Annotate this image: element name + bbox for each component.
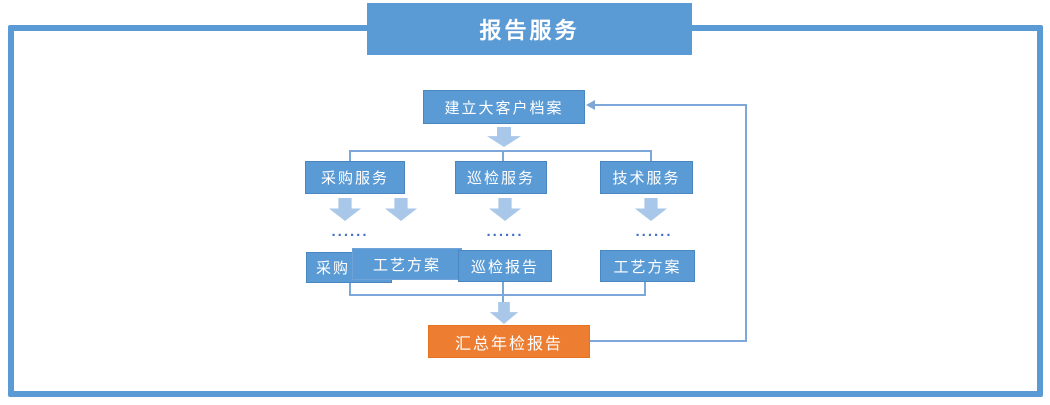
node-technical-service: 技术服务: [600, 161, 693, 194]
feedback-line-top: [594, 104, 747, 106]
feedback-line-bottom: [590, 340, 747, 342]
down-block-arrow-icon: [487, 127, 521, 147]
connector-merge-v-left: [349, 283, 351, 296]
node-procurement-service: 采购服务: [305, 161, 405, 194]
connector-merge-h: [349, 294, 646, 296]
connector-branch-v-mid: [502, 150, 504, 162]
connector-merge-v-right: [644, 282, 646, 296]
feedback-line-right: [745, 104, 747, 342]
down-block-arrow-icon: [634, 198, 668, 221]
node-process-plan-left: 工艺方案: [352, 248, 462, 280]
connector-merge-v-mid: [502, 282, 504, 296]
down-block-arrow-icon: [384, 198, 418, 221]
node-summary-report: 汇总年检报告: [428, 325, 590, 358]
down-block-arrow-icon: [328, 198, 362, 221]
down-block-arrow-icon: [489, 302, 519, 324]
connector-merge-v-down: [502, 294, 504, 303]
node-process-plan-right: 工艺方案: [600, 250, 695, 282]
ellipsis-middle: ......: [486, 223, 524, 240]
node-inspection-report: 巡检报告: [458, 250, 552, 282]
connector-branch-v-right: [650, 150, 652, 162]
ellipsis-right: ......: [635, 223, 673, 240]
connector-branch-v-left: [349, 150, 351, 162]
connector-branch-h: [349, 150, 652, 152]
down-block-arrow-icon: [488, 198, 522, 221]
left-arrowhead-icon: [586, 100, 595, 110]
ellipsis-left: ......: [331, 223, 369, 240]
node-inspection-service: 巡检服务: [455, 161, 547, 194]
node-root: 建立大客户档案: [423, 90, 585, 124]
title-banner: 报告服务: [367, 3, 692, 55]
